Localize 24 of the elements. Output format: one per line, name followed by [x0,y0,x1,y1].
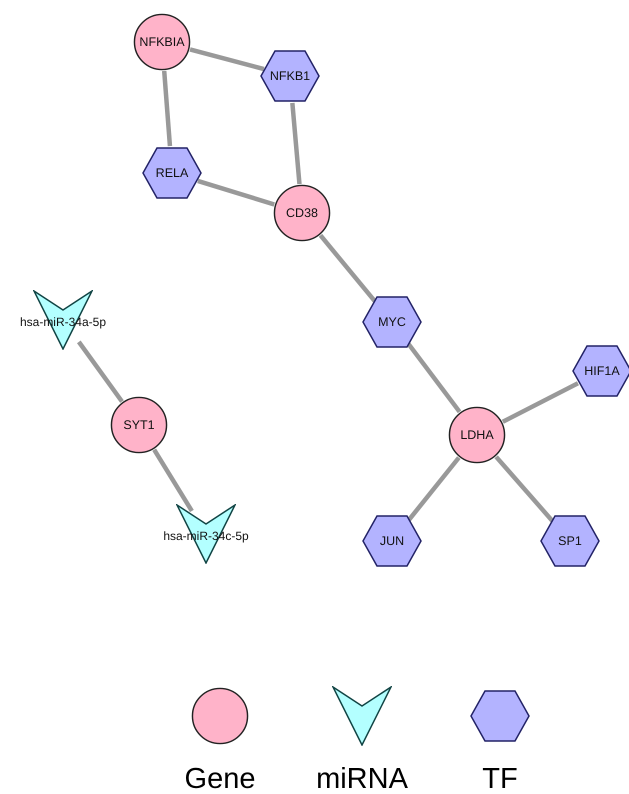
connector-line [197,178,275,207]
node-label: SYT1 [123,416,155,434]
connector-line [494,455,554,522]
node-label: HIF1A [584,362,620,380]
connector-line [152,448,194,512]
node-label: CD38 [286,204,318,222]
connector-line [189,47,264,72]
connector-line [77,340,124,403]
connector-line [502,381,579,424]
node-label: NFKBIA [139,34,185,51]
connector-line [318,234,377,303]
node-label: MYC [378,314,406,331]
legend-label: TF [482,762,518,794]
connector-line [162,70,172,146]
legend-label: miRNA [316,762,408,794]
legend-label: Gene [184,762,256,794]
node-label: LDHA [460,426,494,444]
node-label: RELA [156,164,188,182]
node-label: JUN [380,532,404,550]
node-label: SP1 [558,532,582,550]
node-label: NFKB1 [270,68,310,85]
connector-line [290,102,302,184]
connector-line [406,342,462,414]
connector-line [407,456,461,522]
